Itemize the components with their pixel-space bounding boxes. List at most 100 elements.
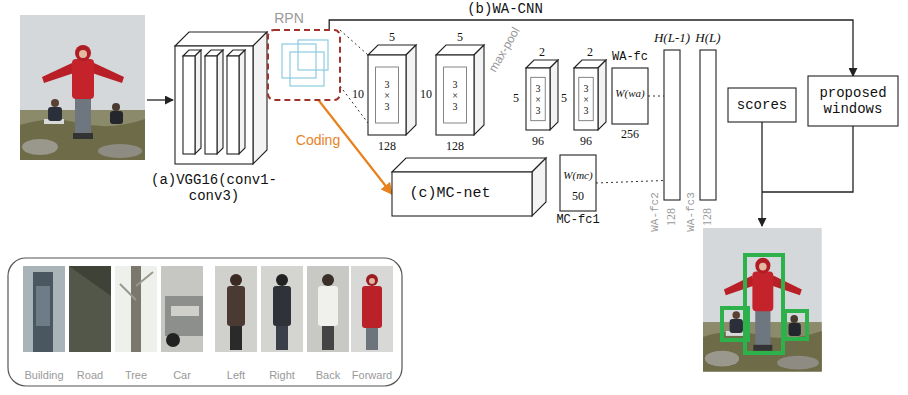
cube-side <box>239 50 245 154</box>
detection-box <box>785 311 807 339</box>
conv-block: 5103 × 3128 <box>368 55 406 135</box>
anchor-window <box>282 44 316 78</box>
input-arrow <box>147 99 173 100</box>
cube-side <box>217 50 223 154</box>
vgg16-block-shape <box>175 32 267 164</box>
class-label: Road <box>77 369 103 382</box>
legs <box>322 324 334 350</box>
rpn-box-outline <box>268 30 340 100</box>
cube-front <box>205 56 217 154</box>
coat <box>273 286 291 326</box>
node-label: (c)MC-net <box>409 185 490 202</box>
box-outline <box>664 50 680 200</box>
hidden-layer-bar: H(L-1)128WA-fc2 <box>664 50 680 200</box>
box-outline <box>612 68 648 124</box>
road-thumb <box>69 266 111 352</box>
node-label: RPN <box>274 10 304 26</box>
node-label: 128 <box>446 140 464 154</box>
cube-side <box>195 50 201 154</box>
anchor-window <box>290 52 324 86</box>
box-outline <box>728 88 796 122</box>
window <box>36 286 50 326</box>
kernel-outline <box>579 77 593 120</box>
node-label: 50 <box>572 190 584 204</box>
kernel-outline <box>444 67 467 123</box>
cube-top <box>392 158 546 172</box>
node-label: 3 × 3 <box>382 79 392 112</box>
fc-box-shape <box>612 68 648 124</box>
output-arrow <box>761 122 762 226</box>
hidden-layer-bar-shape <box>664 50 680 200</box>
output-photo <box>703 228 822 372</box>
node-label: 128 <box>665 208 679 226</box>
vgg16-block-outline <box>175 46 253 164</box>
hidden-layer-bar-outline <box>664 50 680 200</box>
node-label: 10 <box>420 88 432 102</box>
legs <box>276 324 288 350</box>
vgg16-block: (a)VGG16(conv1- conv3) <box>175 46 253 164</box>
node-label: (a)VGG16(conv1- conv3) <box>139 172 289 204</box>
head <box>366 274 378 286</box>
proposal-arrow <box>329 20 853 76</box>
coding-arrow <box>318 100 392 194</box>
conv-block-outline <box>574 68 598 130</box>
cube-side <box>253 32 267 164</box>
mc-net-block-outline <box>392 172 532 216</box>
cube-side <box>406 45 416 135</box>
hidden-layer-bar: H(L)128WA-fc3 <box>700 50 716 200</box>
cube-front <box>526 68 550 130</box>
cube-front <box>368 55 406 135</box>
cube-front <box>574 68 598 130</box>
building <box>33 272 53 352</box>
cube-side <box>550 60 558 130</box>
node-label: 3 × 3 <box>581 83 591 116</box>
cube-top <box>175 32 267 46</box>
node-label: scores <box>737 97 787 113</box>
node-label: proposed windows <box>814 85 892 117</box>
class-label: Building <box>24 369 63 382</box>
class-label: Tree <box>125 369 147 382</box>
wheel <box>166 333 180 347</box>
class-label: Car <box>173 369 191 382</box>
person-forward-thumb <box>351 266 393 352</box>
kernel-outline <box>531 77 545 120</box>
person-right-thumb <box>261 266 303 352</box>
thumb-ground <box>115 266 157 352</box>
conv-block: 5103 × 3128 <box>436 55 474 135</box>
node-label: 3 × 3 <box>533 83 543 116</box>
node-label: WA-fc3 <box>685 192 698 232</box>
mc-net-block-shape <box>392 158 546 216</box>
fc-link <box>596 181 664 184</box>
conv-block-shape <box>368 45 416 135</box>
legs <box>230 324 242 350</box>
hidden-layer-bar-shape <box>700 50 716 200</box>
node-label: 256 <box>621 128 639 142</box>
node-label: 5 <box>561 92 567 106</box>
head <box>322 274 334 286</box>
rpn-box-shape <box>268 30 340 100</box>
thumb-ground <box>23 266 65 352</box>
projection-line <box>340 30 368 55</box>
node-label: WA-fc2 <box>649 192 662 232</box>
conv-block-shape <box>574 60 606 130</box>
thumb-ground <box>69 266 111 352</box>
kernel-outline <box>376 67 399 123</box>
node-label: 5 <box>513 92 519 106</box>
conv-block: 253 × 396 <box>574 68 598 130</box>
node-label: 3 × 3 <box>450 79 460 112</box>
fc-box-outline <box>612 68 648 124</box>
road <box>69 266 111 352</box>
conv-block-shape <box>526 60 558 130</box>
tree-thumb <box>115 266 157 352</box>
cube-side <box>532 158 546 216</box>
cube-top <box>183 50 201 56</box>
node-label: H(L) <box>695 31 720 46</box>
input-photo <box>20 15 145 160</box>
class-label: Back <box>316 369 340 382</box>
cube-front <box>392 172 532 216</box>
scores-box-shape <box>728 88 796 122</box>
node-label: H(L-1) <box>654 31 690 46</box>
class-label: Right <box>269 369 295 382</box>
